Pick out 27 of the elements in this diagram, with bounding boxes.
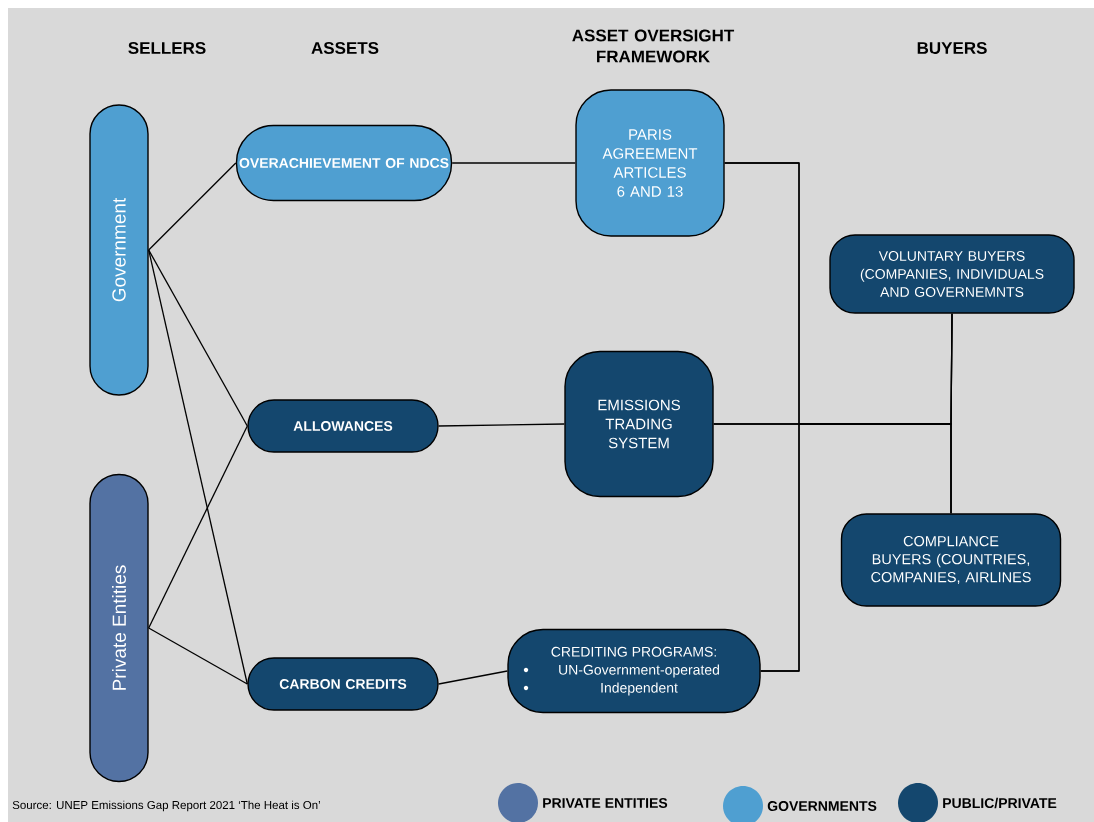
column-heading: ASSET OVERSIGHT FRAMEWORK	[572, 29, 735, 63]
column-heading: ASSETS	[311, 42, 379, 55]
legend-label: PRIVATE ENTITIES	[543, 798, 668, 808]
connector-line	[760, 423, 952, 672]
seller-pill: Government	[89, 104, 149, 396]
asset-pill: OVERACHIEVEMENT OF NDCS	[235, 124, 453, 202]
connector-line	[148, 627, 248, 685]
connector-line	[148, 162, 237, 251]
connector-line	[451, 162, 576, 164]
connector-line	[148, 249, 248, 427]
framework-box: CREDITING PROGRAMS: UN-Government-operated Independent	[507, 628, 761, 714]
column-heading: BUYERS	[917, 42, 987, 55]
connector-line	[438, 423, 565, 427]
asset-pill: CARBON CREDITS	[247, 657, 439, 711]
connector-line	[438, 670, 508, 685]
framework-box: PARIS AGREEMENT ARTICLES 6 AND 13	[575, 89, 725, 237]
framework-box: EMISSIONS TRADING SYSTEM	[564, 350, 714, 498]
buyer-box: COMPLIANCE BUYERS (COUNTRIES, COMPANIES, AIRLINES	[840, 513, 1062, 607]
connector-line	[148, 425, 248, 629]
buyer-box: VOLUNTARY BUYERS (COMPANIES, INDIVIDUALS AND GOVERNEMNTS	[829, 234, 1075, 314]
source-note: Source: UNEP Emissions Gap Report 2021 ‘The Heat is On’	[12, 800, 320, 812]
seller-pill: Private Entities	[89, 473, 149, 783]
asset-pill: ALLOWANCES	[247, 399, 439, 453]
legend-label: GOVERNMENTS	[767, 801, 877, 811]
connector-line	[148, 249, 248, 685]
column-heading: SELLERS	[128, 42, 206, 55]
legend-label: PUBLIC/PRIVATE	[943, 797, 1057, 809]
